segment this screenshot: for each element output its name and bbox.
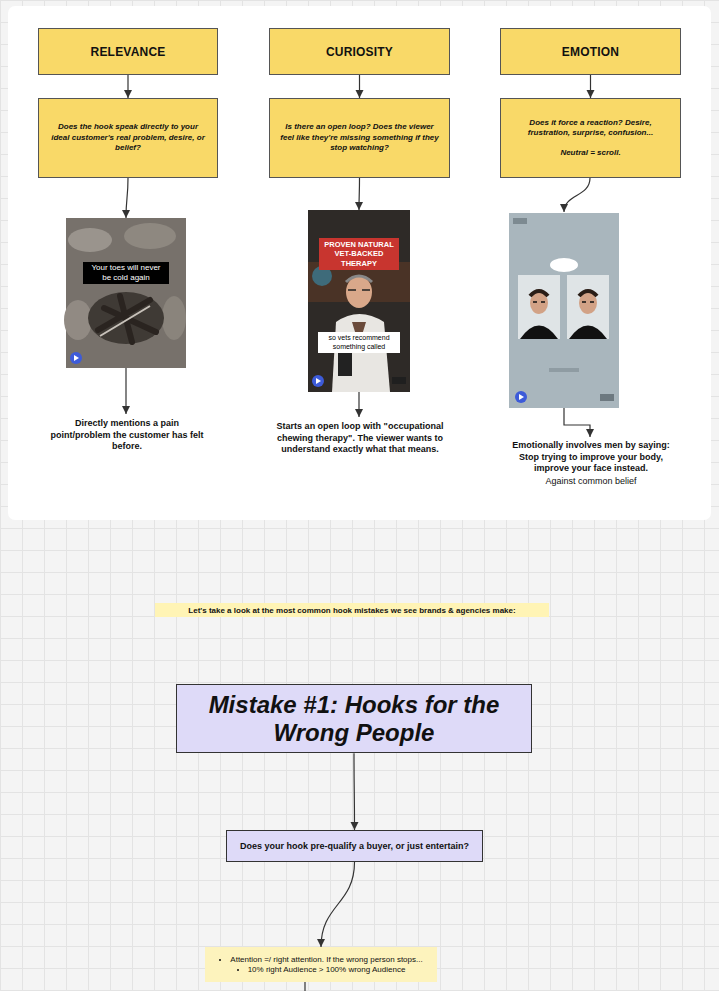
rock bbox=[68, 228, 112, 252]
time-badge bbox=[600, 394, 614, 401]
leader-arrow bbox=[358, 392, 359, 417]
portrait-frame bbox=[567, 275, 609, 339]
caption-text: Against common belief bbox=[502, 476, 680, 488]
box-text: Let's take a look at the most common hoo… bbox=[188, 606, 515, 615]
caption-text: Starts an open loop with "occupational c… bbox=[272, 421, 448, 456]
hair bbox=[346, 276, 372, 282]
panel-card bbox=[8, 6, 711, 520]
box-text: CURIOSITY bbox=[326, 45, 393, 59]
time-badge bbox=[392, 377, 406, 384]
face bbox=[579, 292, 597, 314]
glasses bbox=[348, 289, 370, 291]
ashes bbox=[88, 292, 164, 344]
ash-highlight bbox=[100, 306, 150, 336]
play-icon bbox=[70, 352, 82, 364]
flow-arrow bbox=[126, 178, 128, 218]
heading-box: RELEVANCE bbox=[38, 28, 218, 75]
caption-text: Emotionally involves men by saying: Stop… bbox=[502, 440, 680, 475]
question-box: Does it force a reaction? Desire, frustr… bbox=[500, 98, 681, 178]
rock bbox=[162, 296, 186, 340]
face bbox=[530, 292, 548, 314]
box-text: Neutral = scroll. bbox=[560, 148, 620, 158]
heading-box: CURIOSITY bbox=[269, 28, 450, 75]
bullet-list: Attention =/ right attention. If the wro… bbox=[219, 955, 422, 975]
thought-cloud bbox=[550, 258, 578, 272]
question-box: Does your hook pre-qualify a buyer, or j… bbox=[226, 830, 483, 862]
box-text: RELEVANCE bbox=[91, 45, 166, 59]
flow-arrow bbox=[127, 75, 128, 98]
leader-arrow bbox=[564, 408, 590, 437]
box-text: Does your hook pre-qualify a buyer, or j… bbox=[240, 841, 469, 851]
corner-badge bbox=[513, 218, 527, 224]
thumbnail-ground bbox=[66, 218, 186, 368]
glasses bbox=[533, 301, 594, 303]
box-text: Does it force a reaction? Desire, frustr… bbox=[511, 118, 670, 139]
portrait-thumbnail bbox=[509, 213, 619, 408]
flow-arrow bbox=[321, 862, 355, 947]
hair bbox=[579, 291, 597, 296]
caption-bar bbox=[549, 368, 579, 372]
question-box: Is there an open loop? Does the viewer f… bbox=[269, 98, 450, 178]
box-text: Mistake #1: Hooks for the Wrong People bbox=[189, 691, 519, 746]
box-text: EMOTION bbox=[562, 45, 619, 59]
question-box: Does the hook speak directly to your ide… bbox=[38, 98, 218, 178]
box-text: Attention =/ right attention. If the wro… bbox=[219, 955, 422, 965]
white-coat bbox=[332, 314, 390, 392]
heading-box: EMOTION bbox=[500, 28, 681, 75]
box-text: Your toes will never be cold again bbox=[83, 262, 169, 284]
flow-arrow bbox=[590, 75, 591, 98]
thumbnail-ground bbox=[509, 213, 619, 408]
video-thumbnail: PROVEN NATURAL VET-BACKED THERAPY so vets… bbox=[308, 210, 410, 392]
leader-arrow bbox=[125, 368, 126, 414]
caption-text: Directly mentions a pain point/problem t… bbox=[50, 418, 204, 453]
rock bbox=[64, 300, 92, 340]
black-shirt bbox=[569, 326, 607, 340]
box-text: PROVEN NATURAL VET-BACKED THERAPY bbox=[319, 238, 399, 270]
box-text: Does the hook speak directly to your ide… bbox=[49, 122, 207, 153]
continuation-line bbox=[304, 982, 305, 991]
sticky-note: Attention =/ right attention. If the wro… bbox=[205, 947, 437, 982]
play-triangle bbox=[74, 355, 79, 361]
campfire-thumbnail bbox=[64, 218, 186, 368]
video-thumbnail: Your toes will never be cold again bbox=[66, 218, 186, 368]
box-text: so vets recommend something called bbox=[318, 332, 400, 353]
flow-arrow bbox=[359, 75, 360, 98]
play-triangle bbox=[316, 378, 321, 384]
head bbox=[346, 276, 372, 308]
play-triangle bbox=[519, 394, 524, 400]
portrait-frame bbox=[518, 275, 560, 339]
box-text: 10% right Audience > 100% wrong Audience bbox=[219, 965, 422, 975]
play-icon bbox=[312, 375, 324, 387]
flow-arrow bbox=[353, 753, 355, 830]
charred-logs bbox=[98, 296, 156, 342]
leader-arrow bbox=[564, 178, 590, 212]
thumbnail-ground bbox=[308, 210, 410, 392]
mistake-box: Mistake #1: Hooks for the Wrong People bbox=[176, 684, 532, 753]
flow-arrow bbox=[358, 178, 360, 210]
play-icon bbox=[515, 391, 527, 403]
vet-thumbnail bbox=[308, 210, 410, 392]
hair bbox=[530, 291, 548, 296]
highlight-band: Let's take a look at the most common hoo… bbox=[155, 603, 549, 617]
box-text: Is there an open loop? Does the viewer f… bbox=[280, 122, 439, 153]
rock bbox=[124, 223, 176, 249]
black-shirt bbox=[520, 326, 558, 340]
